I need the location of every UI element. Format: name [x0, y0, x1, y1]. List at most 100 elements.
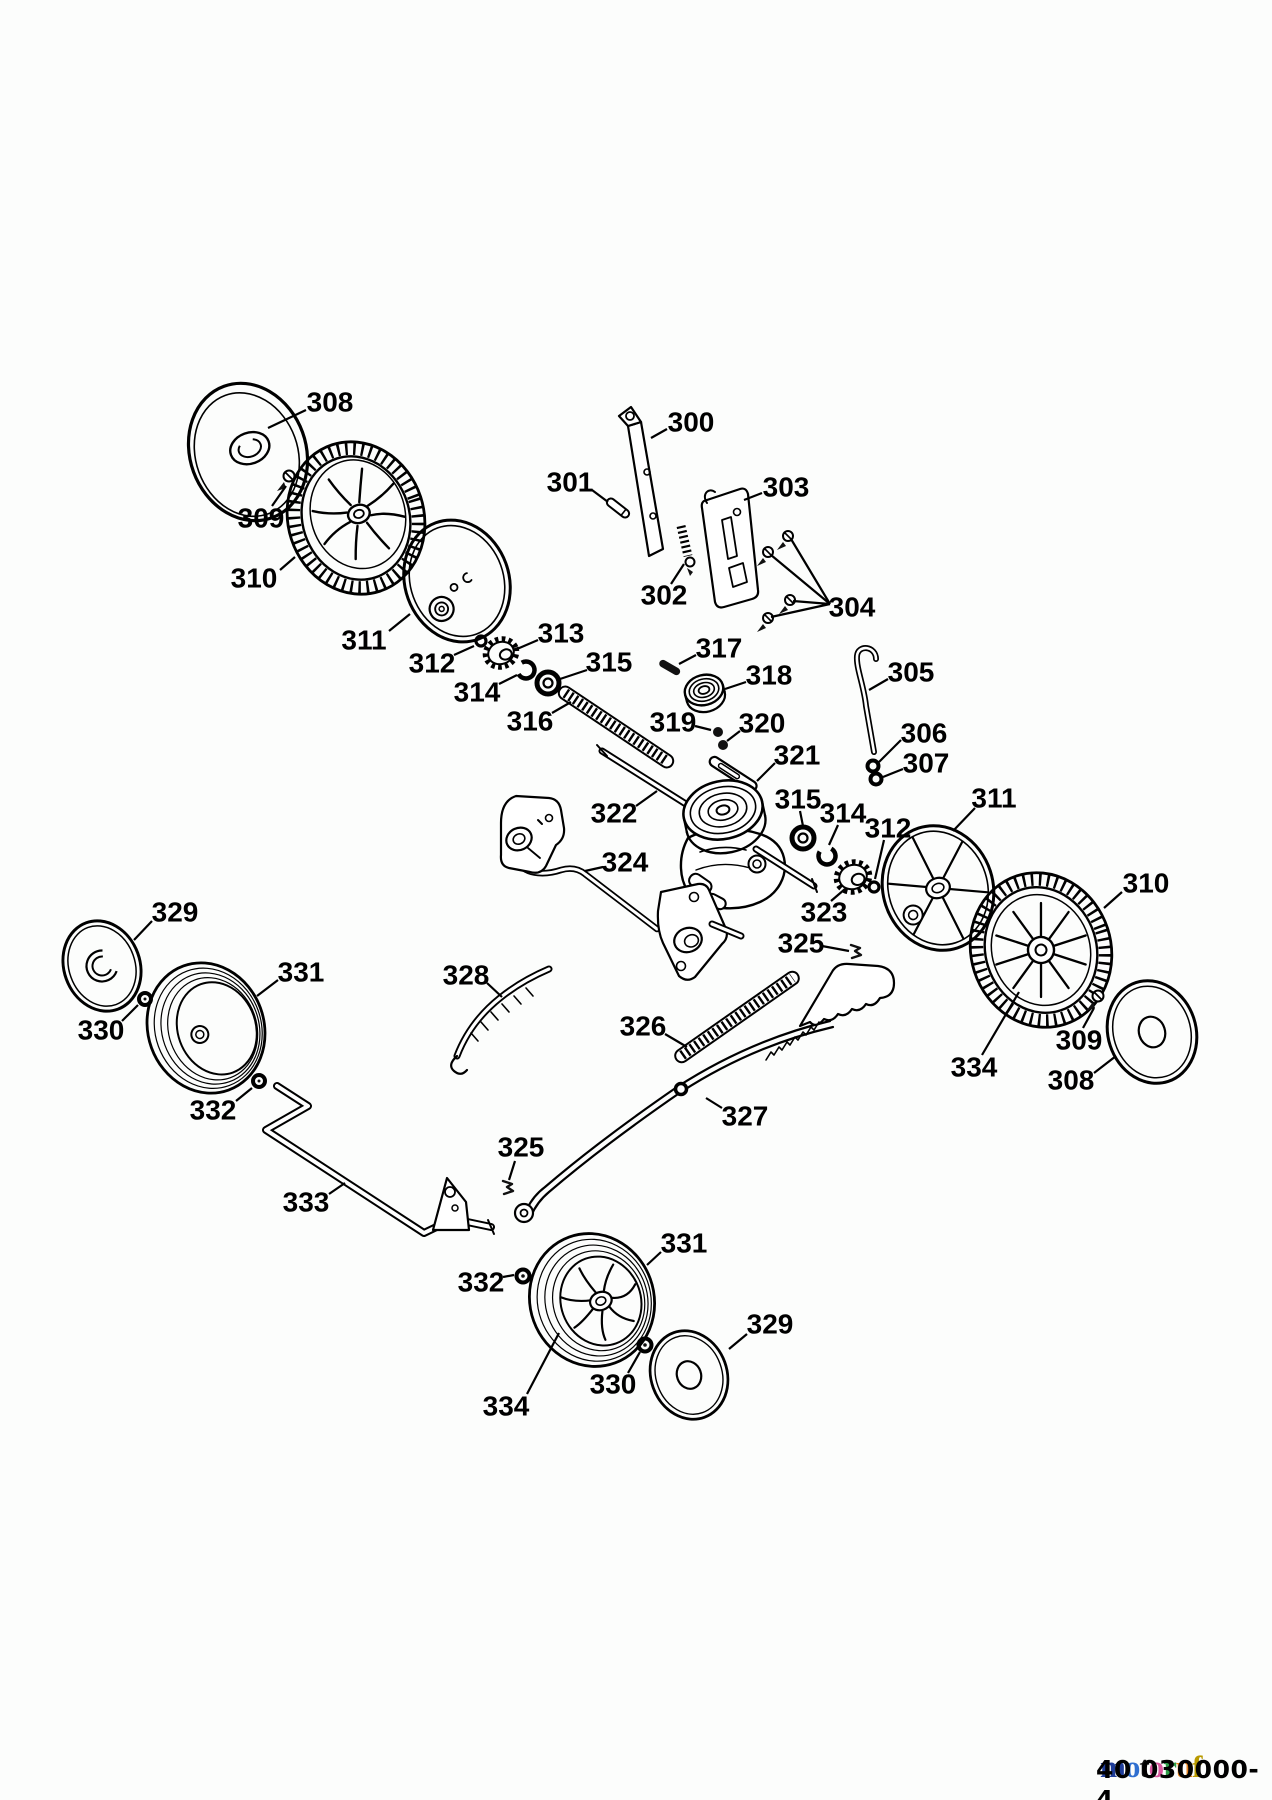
adjuster-axle-333 [262, 1082, 495, 1237]
leader-line-321 [756, 762, 776, 782]
part-label-309: 309 [1056, 1025, 1103, 1056]
wheel-331-bottom [527, 1232, 657, 1368]
wheel-spoke [1012, 959, 1035, 990]
leader-line-326 [664, 1033, 688, 1048]
wheel-cover-311-left [402, 518, 512, 644]
wheel-spoke [608, 1305, 635, 1323]
nut-332-bottom [514, 1267, 532, 1285]
wheel-spoke [354, 524, 359, 561]
ratchet-segment-328 [450, 965, 553, 1075]
leader-line-312 [873, 839, 886, 880]
watermark-letter-1: o [1124, 1749, 1140, 1784]
leader-line-310 [279, 556, 296, 571]
wheel-spoke [366, 482, 395, 507]
wheel-spoke [578, 1267, 597, 1294]
screw-304-a [777, 530, 794, 550]
leader-line-304-2 [792, 599, 831, 606]
part-label-312: 312 [865, 813, 912, 844]
watermark-letter-2: t [1139, 1749, 1149, 1784]
part-label-325: 325 [498, 1132, 545, 1163]
wheel-spoke [1047, 910, 1070, 941]
pin-301 [605, 497, 631, 519]
part-label-329: 329 [747, 1309, 794, 1340]
leader-line-333 [328, 1182, 346, 1195]
hook-rod-305 [853, 645, 879, 755]
leader-line-317 [678, 654, 697, 665]
wheel-spoke [573, 1306, 595, 1329]
leader-line-310 [1103, 891, 1123, 909]
leader-line-314 [827, 824, 840, 846]
part-label-304: 304 [829, 592, 876, 623]
part-label-322: 322 [591, 798, 638, 829]
leader-line-323 [830, 888, 846, 902]
leader-line-315 [559, 668, 588, 681]
axle-322 [596, 744, 701, 815]
leader-line-334 [526, 1332, 560, 1395]
part-label-312: 312 [409, 648, 456, 679]
leader-line-313 [516, 638, 539, 651]
part-label-327: 327 [722, 1101, 769, 1132]
leader-line-305 [868, 678, 889, 691]
part-label-308: 308 [307, 387, 354, 418]
output-shaft [752, 845, 818, 893]
leader-line-324 [584, 865, 604, 873]
pin-317 [659, 659, 681, 676]
wheel-310-left [285, 440, 427, 596]
watermark: motoruf 40 030000-4 e [1096, 1749, 1270, 1800]
part-label-313: 313 [538, 618, 585, 649]
wheel-spoke [311, 509, 349, 515]
leader-line-307 [882, 767, 904, 779]
part-label-329: 329 [152, 897, 199, 928]
wheel-310-right [968, 871, 1114, 1029]
part-label-314: 314 [820, 798, 867, 829]
leader-line-308 [1093, 1055, 1117, 1074]
leader-line-301 [591, 489, 609, 503]
leader-line-318 [724, 680, 747, 691]
leader-line-302 [670, 563, 685, 585]
part-label-307: 307 [903, 748, 950, 779]
wheel-331-left [145, 961, 267, 1095]
part-label-309: 309 [238, 503, 285, 534]
watermark-letter-5: u [1175, 1749, 1193, 1784]
clip-325-bottom [501, 1179, 515, 1196]
leader-line-322 [635, 790, 658, 807]
part-label-316: 316 [507, 706, 554, 737]
part-label-305: 305 [888, 657, 935, 688]
part-label-326: 326 [620, 1011, 667, 1042]
wheel-spoke [1052, 952, 1087, 966]
screw-304-d [757, 612, 774, 632]
wheel-spoke [602, 1263, 615, 1293]
part-label-315: 315 [586, 647, 633, 678]
gear-323 [833, 859, 873, 895]
leader-line-325 [507, 1160, 517, 1181]
leader-line-304-3 [770, 602, 831, 619]
wheel-spoke [995, 952, 1030, 966]
wheel-spoke [560, 1296, 593, 1303]
part-label-311: 311 [341, 625, 386, 656]
wheel-cover-311-right [880, 824, 996, 952]
ball-320 [718, 740, 728, 750]
ring-312-right [867, 880, 881, 894]
transmission-pulley [682, 779, 767, 855]
part-label-331: 331 [278, 957, 325, 988]
nut-332-left [251, 1073, 267, 1089]
leader-line-312 [453, 644, 475, 657]
leader-line-304-1 [770, 554, 831, 605]
ball-319 [713, 727, 723, 737]
leader-line-311 [952, 807, 976, 832]
part-label-317: 317 [696, 633, 743, 664]
leader-line-325 [821, 944, 850, 953]
spring-302 [676, 524, 696, 576]
wheel-spoke [365, 521, 391, 550]
wheel-spoke [369, 512, 407, 518]
clip-325-right [849, 943, 863, 960]
wheel-spoke [609, 1283, 637, 1300]
part-label-321: 321 [774, 740, 821, 771]
watermark-letter-6: f [1192, 1749, 1202, 1784]
leader-line-300 [650, 428, 668, 439]
wheel-spoke [1047, 959, 1070, 990]
pivot-arm-324 [499, 794, 745, 981]
hubcap-329-bottom [648, 1329, 730, 1421]
nut-330-bottom [636, 1336, 654, 1354]
